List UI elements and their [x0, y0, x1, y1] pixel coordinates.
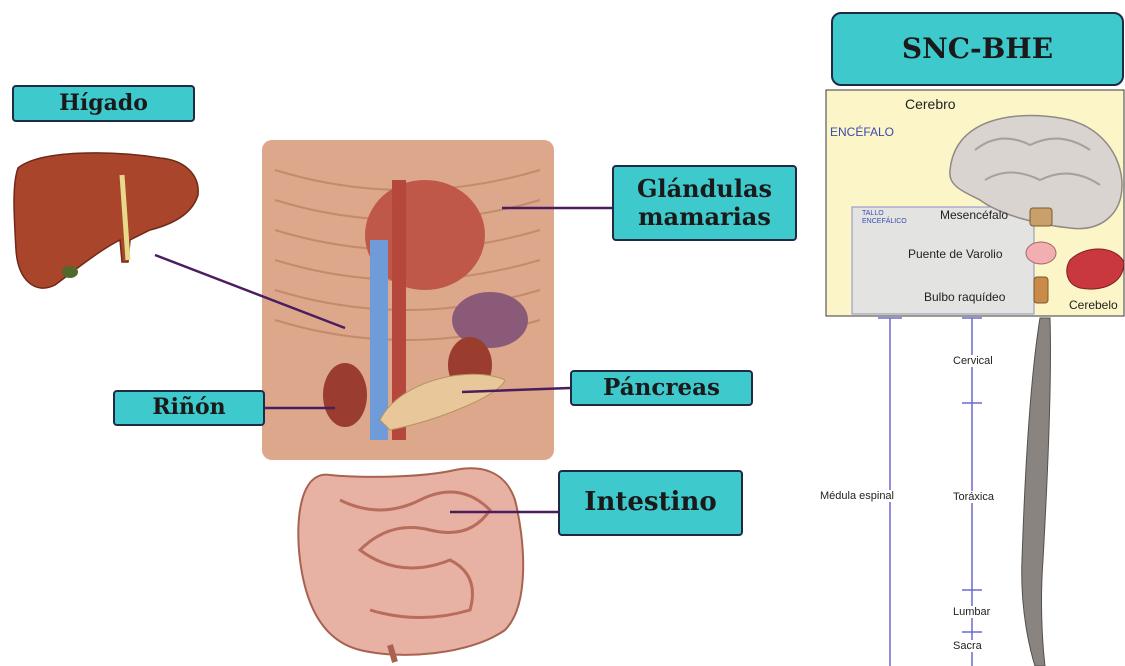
liver-illustration — [14, 153, 198, 288]
brain-panel — [826, 90, 1124, 316]
bulbo-label: Bulbo raquídeo — [924, 290, 1005, 304]
cerebro-label: Cerebro — [905, 96, 956, 112]
intestine-label-text: Intestino — [584, 488, 716, 518]
cns-title-text: SNC-BHE — [902, 33, 1053, 65]
medula-espinal-label: Médula espinal — [820, 490, 894, 502]
intestine-label: Intestino — [558, 470, 743, 536]
lumbar-label: Lumbar — [953, 606, 990, 618]
sacra-label: Sacra — [953, 640, 982, 652]
kidney-label-text: Riñón — [152, 395, 225, 420]
encefalo-label: ENCÉFALO — [830, 125, 894, 139]
cerebelo-label: Cerebelo — [1069, 298, 1118, 312]
toraxica-label: Toráxica — [953, 491, 994, 503]
cervical-label: Cervical — [953, 355, 993, 367]
liver-label-text: Hígado — [59, 91, 148, 116]
tallo-line2: ENCEFÁLICO — [862, 218, 907, 226]
tallo-encefalico-label: TALLO ENCEFÁLICO — [862, 210, 907, 227]
puente-label: Puente de Varolio — [908, 247, 1003, 261]
pancreas-label: Páncreas — [570, 370, 753, 406]
kidney-label: Riñón — [113, 390, 265, 426]
mesencefalo-label: Mesencéfalo — [940, 208, 1008, 222]
mammary-glands-label: Glándulas mamarias — [612, 165, 797, 241]
pancreas-label-text: Páncreas — [603, 375, 720, 401]
intestine-illustration — [298, 468, 523, 662]
cns-title: SNC-BHE — [831, 12, 1124, 86]
mammary-glands-label-line2: mamarias — [638, 203, 771, 231]
mammary-glands-label-line1: Glándulas — [637, 175, 772, 203]
liver-label: Hígado — [12, 85, 195, 122]
torso-illustration — [262, 140, 554, 460]
